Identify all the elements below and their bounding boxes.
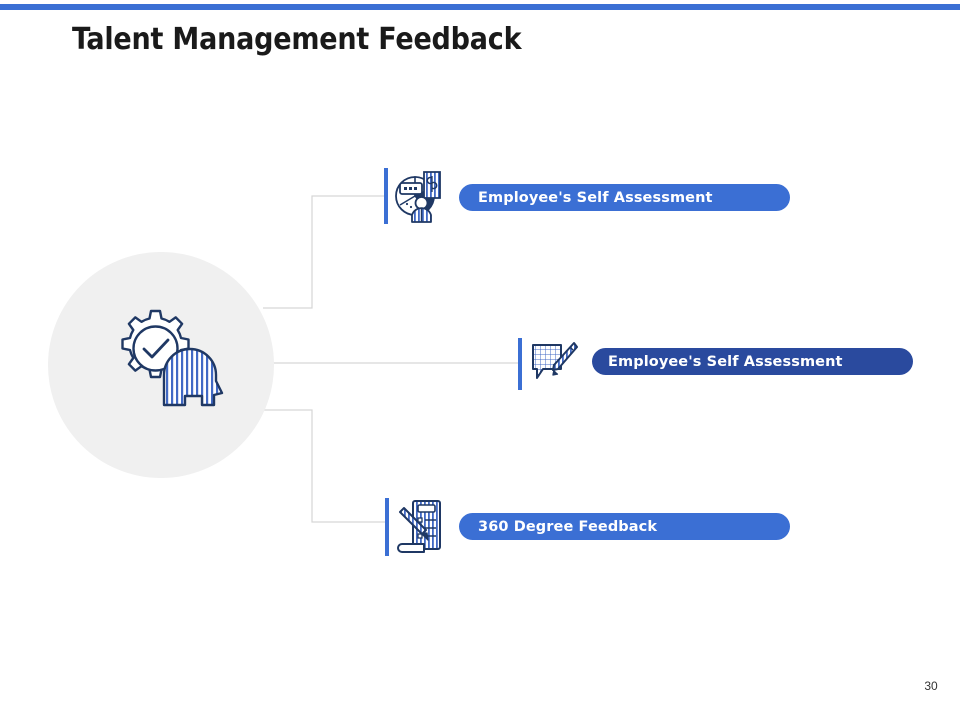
branch-pill-3[interactable]: 360 Degree Feedback [459,513,790,540]
branch-accent-bar-2 [518,338,522,390]
page-title: Talent Management Feedback [72,22,522,57]
branch-accent-bar-1 [384,168,388,224]
checklist-clipboard-pen-icon [397,500,441,553]
branch-label-3: 360 Degree Feedback [478,518,658,535]
feedback-note-pen-icon [532,342,578,379]
page-number: 30 [924,679,938,693]
branch-pill-1[interactable]: Employee's Self Assessment [459,184,790,211]
branch-label-2: Employee's Self Assessment [608,353,843,370]
top-accent-bar [0,4,960,10]
branch-label-1: Employee's Self Assessment [478,189,713,206]
gear-check-head-icon [121,309,224,407]
branch-pill-2[interactable]: Employee's Self Assessment [592,348,913,375]
pie-chart-person-report-icon [395,171,441,223]
branch-accent-bar-3 [385,498,389,556]
